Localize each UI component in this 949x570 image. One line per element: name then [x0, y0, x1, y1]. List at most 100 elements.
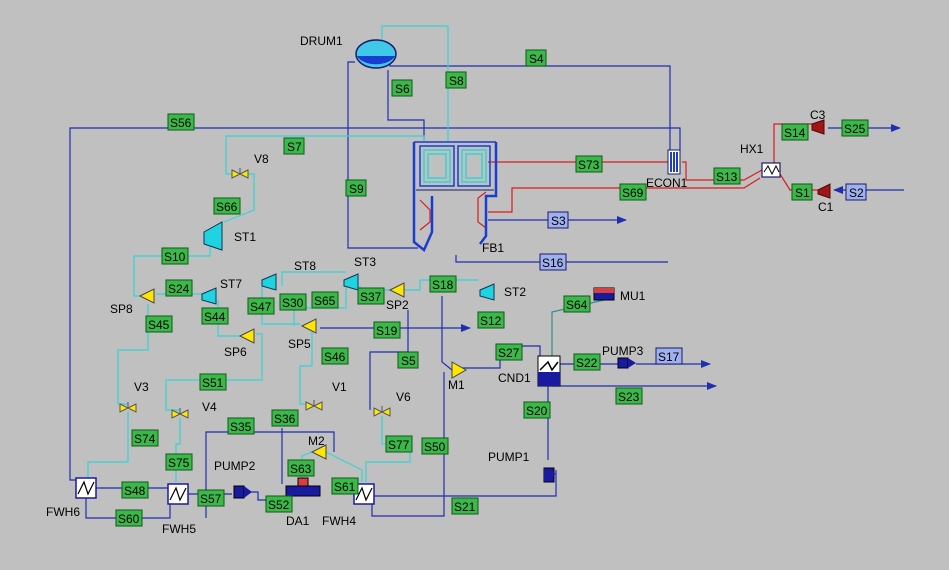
- stream-line-s51[interactable]: [165, 333, 263, 411]
- tag-s69[interactable]: S69: [619, 183, 647, 201]
- tag-s64[interactable]: S64: [563, 295, 591, 313]
- tag-s22[interactable]: S22: [573, 353, 601, 371]
- tag-s18[interactable]: S18: [429, 275, 457, 293]
- stream-line-s9[interactable]: [347, 61, 418, 249]
- tag-s65[interactable]: S65: [311, 291, 339, 309]
- tag-s24[interactable]: S24: [165, 279, 193, 297]
- stream-line-s35[interactable]: [205, 431, 335, 518]
- stream-line-s30[interactable]: [281, 271, 346, 286]
- fwh4[interactable]: FWH4: [322, 483, 375, 528]
- tag-s46[interactable]: S46: [321, 347, 349, 365]
- v6[interactable]: V6: [373, 390, 411, 417]
- v3[interactable]: V3: [119, 380, 149, 413]
- st3[interactable]: ST3: [343, 255, 376, 291]
- st2[interactable]: ST2: [479, 283, 526, 301]
- stream-line-s13[interactable]: [682, 161, 763, 181]
- tag-s23[interactable]: S23: [615, 387, 643, 405]
- stream-line-s45[interactable]: [117, 304, 149, 405]
- tag-s48[interactable]: S48: [121, 481, 149, 499]
- tag-s61[interactable]: S61: [331, 477, 359, 495]
- st7[interactable]: ST7: [201, 277, 242, 305]
- stream-line-s12[interactable]: [441, 296, 453, 371]
- tag-s21[interactable]: S21: [451, 497, 479, 515]
- v1[interactable]: V1: [305, 380, 347, 411]
- tag-s3[interactable]: S3: [547, 211, 569, 229]
- sp6[interactable]: SP6: [224, 328, 255, 359]
- stream-line-s66[interactable]: [223, 173, 255, 223]
- da1[interactable]: DA1: [285, 477, 321, 528]
- pump2[interactable]: PUMP2: [214, 459, 256, 499]
- c3[interactable]: C3: [810, 108, 826, 135]
- stream-line-s75[interactable]: [175, 418, 181, 482]
- tag-s73[interactable]: S73: [575, 155, 603, 173]
- sp5[interactable]: SP5: [288, 318, 317, 351]
- tag-s50[interactable]: S50: [421, 437, 449, 455]
- tag-s27[interactable]: S27: [495, 343, 523, 361]
- stream-line-s23[interactable]: [551, 382, 717, 390]
- pump1[interactable]: PUMP1: [488, 450, 556, 483]
- tag-s63[interactable]: S63: [287, 459, 315, 477]
- tag-s10[interactable]: S10: [161, 247, 189, 265]
- tag-s47[interactable]: S47: [247, 297, 275, 315]
- stream-line-s10[interactable]: [133, 244, 211, 297]
- tag-s19[interactable]: S19: [373, 321, 401, 339]
- stream-line-s16[interactable]: [455, 255, 668, 263]
- tag-s74[interactable]: S74: [131, 429, 159, 447]
- tag-s7[interactable]: S7: [283, 137, 305, 155]
- c1[interactable]: C1: [817, 183, 834, 214]
- fwh6[interactable]: FWH6: [46, 477, 97, 519]
- tag-s36[interactable]: S36: [271, 409, 299, 427]
- tag-s1[interactable]: S1: [791, 183, 813, 201]
- tag-s5[interactable]: S5: [397, 351, 419, 369]
- tag-s9[interactable]: S9: [345, 179, 367, 197]
- tag-s4[interactable]: S4: [525, 49, 547, 67]
- stream-line-s21[interactable]: [374, 470, 557, 497]
- stream-line-s74[interactable]: [87, 412, 129, 478]
- tag-s35[interactable]: S35: [227, 417, 255, 435]
- st8[interactable]: ST8: [261, 259, 316, 291]
- sp2[interactable]: SP2: [386, 282, 409, 312]
- tag-s13[interactable]: S13: [713, 167, 741, 185]
- stream-line-s56[interactable]: [69, 127, 681, 481]
- tag-s30[interactable]: S30: [279, 293, 307, 311]
- tag-s6[interactable]: S6: [391, 79, 413, 97]
- cnd1[interactable]: CND1: [498, 355, 561, 387]
- tag-s57[interactable]: S57: [197, 489, 225, 507]
- stream-line-s7[interactable]: [225, 135, 425, 175]
- tag-s77[interactable]: S77: [385, 435, 413, 453]
- tag-s52[interactable]: S52: [265, 495, 293, 513]
- st1[interactable]: ST1: [203, 221, 256, 251]
- tag-s75[interactable]: S75: [165, 453, 193, 471]
- stream-line-s46[interactable]: [299, 332, 313, 405]
- tag-s16[interactable]: S16: [539, 253, 567, 271]
- stream-line-s61[interactable]: [325, 451, 363, 482]
- stream-line-s5[interactable]: [369, 310, 409, 410]
- tag-s45[interactable]: S45: [145, 315, 173, 333]
- sp8[interactable]: SP8: [110, 288, 155, 316]
- mu1[interactable]: MU1: [593, 287, 646, 303]
- tag-s25[interactable]: S25: [841, 119, 869, 137]
- tag-s56[interactable]: S56: [167, 113, 195, 131]
- fb1[interactable]: FB1: [412, 141, 504, 255]
- tag-s51[interactable]: S51: [199, 373, 227, 391]
- v4[interactable]: V4: [171, 400, 217, 419]
- tag-s37[interactable]: S37: [357, 287, 385, 305]
- m2[interactable]: M2: [308, 434, 327, 460]
- econ1[interactable]: ECON1: [646, 149, 688, 190]
- tag-s44[interactable]: S44: [201, 307, 229, 325]
- tag-s20[interactable]: S20: [523, 401, 551, 419]
- tag-s2[interactable]: S2: [845, 183, 867, 201]
- stream-line-s69[interactable]: [488, 177, 761, 213]
- tag-s8[interactable]: S8: [445, 71, 467, 89]
- m1[interactable]: M1: [448, 361, 468, 392]
- hx1[interactable]: HX1: [740, 142, 781, 178]
- tag-s60[interactable]: S60: [115, 509, 143, 527]
- stream-line-s77[interactable]: [365, 416, 411, 482]
- drum1[interactable]: DRUM1: [300, 34, 397, 69]
- tag-s17[interactable]: S17: [655, 347, 683, 365]
- pump3[interactable]: PUMP3: [602, 344, 644, 369]
- stream-line-s4[interactable]: [389, 62, 671, 150]
- fwh5[interactable]: FWH5: [162, 483, 196, 536]
- tag-s14[interactable]: S14: [781, 123, 809, 141]
- stream-line-s6[interactable]: [387, 70, 425, 140]
